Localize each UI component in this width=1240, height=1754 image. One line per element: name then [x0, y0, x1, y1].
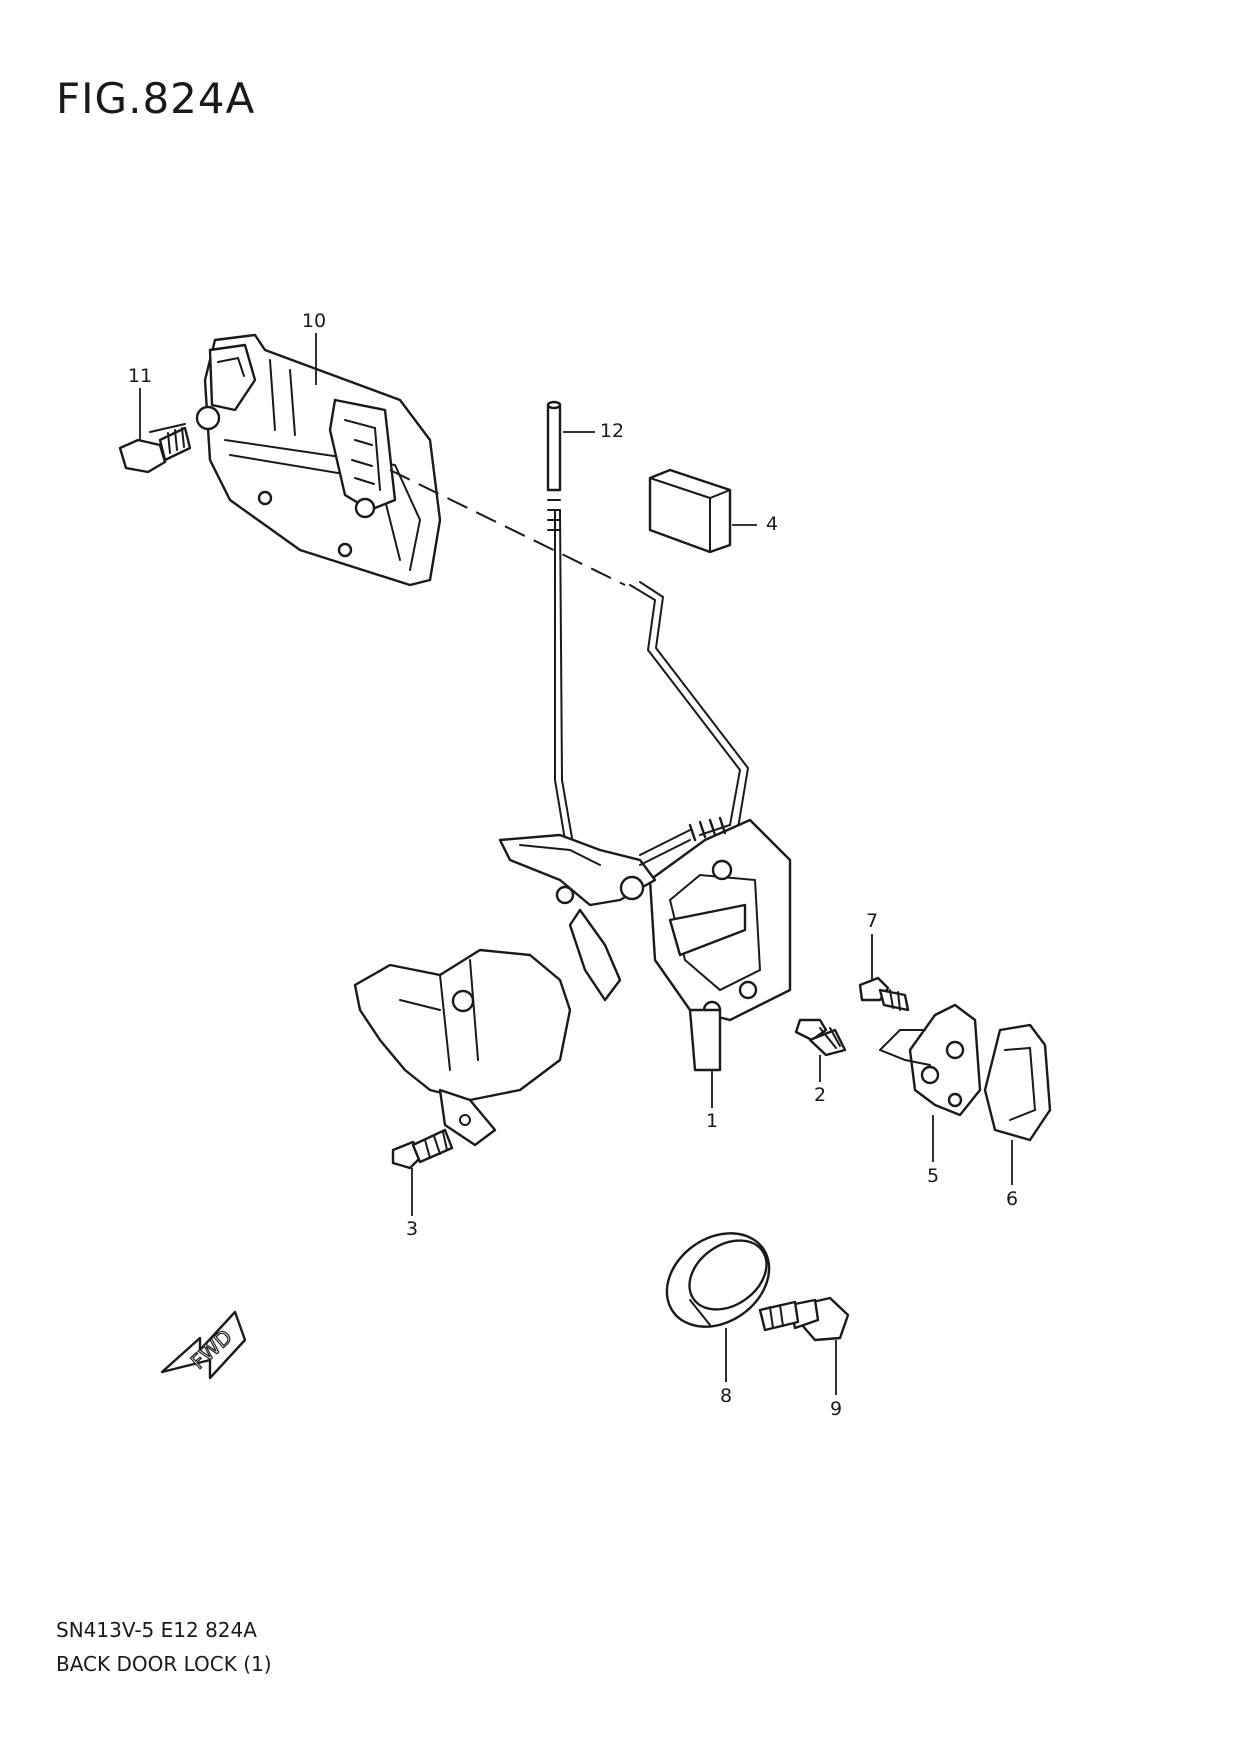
- callout-11: 11: [128, 365, 152, 387]
- part-10-outside-handle: [195, 333, 442, 587]
- callout-3: 3: [406, 1218, 418, 1240]
- callout-6: 6: [1006, 1188, 1018, 1210]
- part-12-rod-clip: [546, 400, 562, 492]
- callout-8: 8: [720, 1385, 732, 1407]
- callout-4: 4: [766, 513, 778, 535]
- part-3-screw: [391, 1128, 454, 1170]
- part-1-lock-assembly: [353, 816, 792, 1147]
- part-4-cushion-pad: [648, 468, 732, 554]
- part-9-bolt: [758, 1296, 850, 1342]
- part-7-bolt: [858, 976, 910, 1012]
- part-5-striker: [879, 1003, 982, 1117]
- footer-name: BACK DOOR LOCK (1): [56, 1652, 272, 1676]
- fwd-direction-arrow: FWD: [160, 1310, 247, 1380]
- callout-7: 7: [866, 910, 878, 932]
- callout-5: 5: [927, 1165, 939, 1187]
- control-rod: [629, 584, 742, 836]
- callout-2: 2: [814, 1084, 826, 1106]
- part-8-grommet: [665, 1232, 771, 1328]
- handle-link-centerline: [389, 469, 626, 586]
- callout-1: 1: [706, 1110, 718, 1132]
- part-2-screw: [794, 1018, 847, 1057]
- lock-rod: [554, 509, 566, 841]
- callout-12: 12: [600, 420, 624, 442]
- part-11-bolt: [118, 423, 192, 474]
- footer-code: SN413V-5 E12 824A: [56, 1618, 257, 1642]
- callout-9: 9: [830, 1398, 842, 1420]
- part-6-striker-shim: [983, 1023, 1052, 1142]
- callout-10: 10: [302, 310, 326, 332]
- figure-title: FIG.824A: [56, 74, 256, 123]
